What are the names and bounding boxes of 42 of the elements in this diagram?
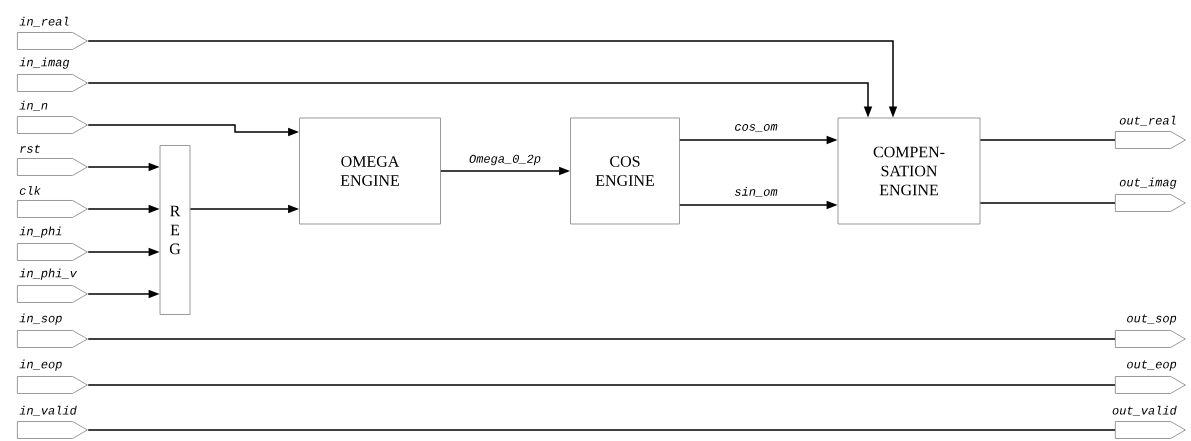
node-label: rst <box>20 144 40 153</box>
node-label: in_valid <box>19 405 77 416</box>
node-label: in_phi <box>19 226 62 238</box>
output-port: out_imag <box>1114 177 1186 212</box>
node-label: in_sop <box>19 313 62 325</box>
input-port: in_real <box>17 16 88 50</box>
node-label: clk <box>19 185 41 195</box>
node-label: out_eop <box>1127 360 1177 371</box>
input-port: in_phi_v <box>17 268 88 303</box>
node-label: in_imag <box>19 57 70 69</box>
register-block: R E G <box>159 145 191 315</box>
engine-block: COMPEN- SATION ENGINE <box>837 117 981 225</box>
node-label: out_valid <box>1112 405 1177 416</box>
output-port: out_sop <box>1114 314 1186 348</box>
engine-block: COS ENGINE <box>570 117 680 225</box>
connector <box>87 338 1116 340</box>
connector <box>87 384 1116 386</box>
node-label: out_sop <box>1127 314 1177 325</box>
signal-label: sin_om <box>733 186 779 198</box>
node-label: out_real <box>1119 115 1176 126</box>
input-port: in_sop <box>17 313 88 348</box>
input-port: in_valid <box>17 405 88 439</box>
input-port: in_n <box>17 100 88 134</box>
node-label: in_n <box>19 100 48 111</box>
signal-label: Omega_0_2p <box>468 153 542 167</box>
input-port: in_phi <box>17 226 88 261</box>
node-label: out_imag <box>1119 177 1177 189</box>
input-port: in_eop <box>17 359 88 394</box>
engine-block: OMEGA ENGINE <box>299 117 441 225</box>
signal-label: cos_om <box>733 123 779 133</box>
connector <box>979 139 1116 141</box>
output-port: out_real <box>1114 115 1186 149</box>
output-port: out_eop <box>1114 360 1186 394</box>
node-label: in_eop <box>19 359 62 371</box>
input-port: in_imag <box>17 57 88 92</box>
node-label: in_phi_v <box>19 268 78 280</box>
output-port: out_valid <box>1112 405 1186 439</box>
node-label: in_real <box>19 16 69 27</box>
input-port: clk <box>17 186 88 218</box>
connector <box>87 429 1116 431</box>
input-port: rst <box>17 144 88 176</box>
connector <box>979 202 1116 204</box>
